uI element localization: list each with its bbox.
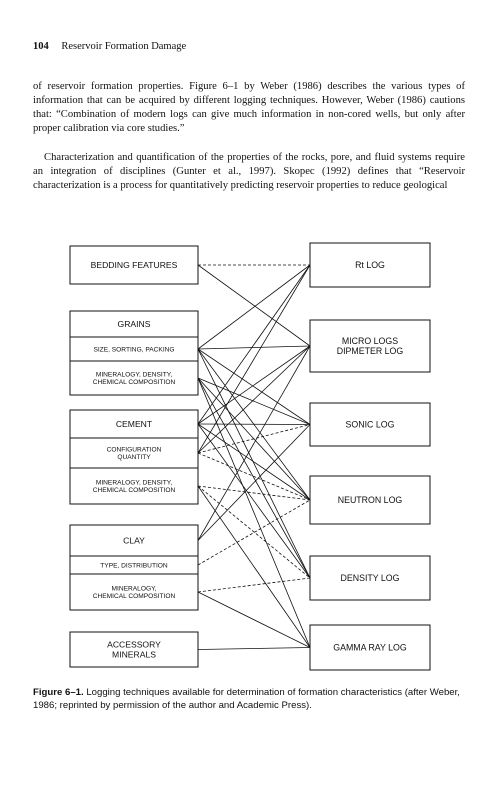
log-label-rt: Rt LOG bbox=[355, 260, 385, 270]
property-label-clay-1: TYPE, DISTRIBUTION bbox=[100, 562, 168, 569]
connector-cement-0-to-neutron bbox=[197, 423, 311, 501]
body-paragraph-2: Characterization and quantification of t… bbox=[33, 152, 465, 192]
running-title: Reservoir Formation Damage bbox=[61, 41, 187, 52]
connector-cement-0-to-micro bbox=[197, 345, 311, 425]
log-box-frame-micro bbox=[309, 319, 431, 373]
connector-accessory-0-to-gamma bbox=[197, 647, 311, 650]
connector-grains-2-to-sonic bbox=[197, 377, 311, 425]
connector-cement-1-to-rt bbox=[197, 264, 311, 454]
figure-caption: Figure 6–1. Logging techniques available… bbox=[33, 686, 463, 712]
connector-bedding-0-to-micro bbox=[197, 264, 311, 347]
log-label-sonic: SONIC LOG bbox=[346, 420, 395, 430]
property-label-clay-0: CLAY bbox=[123, 536, 145, 546]
connector-clay-0-to-micro bbox=[197, 345, 311, 541]
log-box-sonic: SONIC LOG bbox=[309, 402, 431, 447]
property-label-grains-0: GRAINS bbox=[118, 319, 151, 329]
running-header: 104 Reservoir Formation Damage bbox=[33, 41, 186, 52]
connector-cement-1-to-sonic bbox=[197, 424, 311, 454]
connector-grains-1-to-rt bbox=[197, 264, 311, 350]
figure-caption-label: Figure 6–1. bbox=[33, 687, 84, 698]
property-box-bedding bbox=[69, 245, 199, 285]
property-label-clay-2: MINERALOGY,CHEMICAL COMPOSITION bbox=[93, 586, 176, 601]
log-label-gamma: GAMMA RAY LOG bbox=[333, 643, 407, 653]
property-group-bedding: BEDDING FEATURES bbox=[69, 245, 199, 285]
diagram-boxes: BEDDING FEATURES GRAINS SIZE, SORTING, PAC… bbox=[69, 242, 431, 671]
connector-grains-1-to-micro bbox=[197, 345, 311, 350]
property-box-cement bbox=[69, 409, 199, 505]
connector-cement-2-to-neutron bbox=[197, 485, 311, 501]
connector-clay-2-to-density bbox=[197, 577, 311, 593]
connector-clay-0-to-sonic bbox=[197, 424, 311, 541]
log-box-frame-rt bbox=[309, 242, 431, 288]
connector-grains-1-to-density bbox=[197, 348, 311, 579]
property-box-accessory bbox=[69, 631, 199, 668]
connector-cement-1-to-micro bbox=[197, 345, 311, 454]
page-number: 104 bbox=[33, 41, 49, 52]
connector-grains-1-to-sonic bbox=[197, 348, 311, 425]
body-paragraph-1: of reservoir formation properties. Figur… bbox=[33, 81, 465, 135]
property-label-cement-0: CEMENT bbox=[116, 419, 153, 429]
property-label-grains-1: SIZE, SORTING, PACKING bbox=[93, 346, 174, 353]
connector-grains-2-to-gamma bbox=[197, 377, 311, 648]
log-box-frame-gamma bbox=[309, 624, 431, 671]
log-box-density: DENSITY LOG bbox=[309, 555, 431, 601]
log-box-gamma: GAMMA RAY LOG bbox=[309, 624, 431, 671]
log-box-rt: Rt LOG bbox=[309, 242, 431, 288]
connector-cement-0-to-rt bbox=[197, 264, 311, 425]
log-box-frame-density bbox=[309, 555, 431, 601]
property-group-grains: GRAINS SIZE, SORTING, PACKING MINERALOGY, … bbox=[69, 310, 199, 396]
connector-cement-0-to-density bbox=[197, 423, 311, 579]
property-label-cement-2: MINERALOGY, DENSITY,CHEMICAL COMPOSITION bbox=[93, 480, 176, 495]
connector-clay-2-to-gamma bbox=[197, 591, 311, 648]
connector-cement-0-to-sonic bbox=[197, 423, 311, 425]
property-label-grains-2: MINERALOGY, DENSITY,CHEMICAL COMPOSITION bbox=[93, 372, 176, 387]
log-label-neutron: NEUTRON LOG bbox=[338, 495, 403, 505]
connector-clay-1-to-neutron bbox=[197, 499, 311, 566]
log-box-neutron: NEUTRON LOG bbox=[309, 475, 431, 525]
property-box-clay bbox=[69, 524, 199, 611]
log-box-frame-sonic bbox=[309, 402, 431, 447]
figure-caption-text: Logging techniques available for determi… bbox=[33, 687, 460, 711]
connector-cement-1-to-neutron bbox=[197, 452, 311, 501]
connector-cement-2-to-density bbox=[197, 485, 311, 579]
property-group-clay: CLAY TYPE, DISTRIBUTION MINERALOGY,CHEMICA… bbox=[69, 524, 199, 611]
connector-cement-2-to-gamma bbox=[197, 485, 311, 648]
property-label-bedding-0: BEDDING FEATURES bbox=[91, 260, 178, 270]
connector-lines bbox=[197, 264, 311, 650]
property-box-grains bbox=[69, 310, 199, 396]
log-label-density: DENSITY LOG bbox=[341, 573, 400, 583]
log-box-frame-neutron bbox=[309, 475, 431, 525]
